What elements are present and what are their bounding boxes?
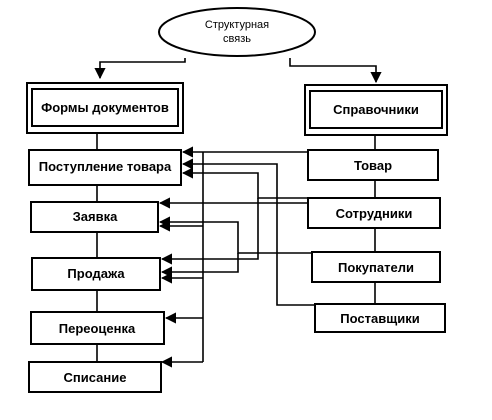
doc-label-2: Продажа bbox=[67, 266, 125, 281]
doc-label-4: Списание bbox=[64, 370, 127, 385]
edge-staff-receipt bbox=[181, 167, 308, 199]
edge-staff-sale bbox=[160, 198, 259, 265]
doc-label-1: Заявка bbox=[73, 209, 118, 224]
doc-label-3: Переоценка bbox=[59, 321, 136, 336]
category-references: Справочники bbox=[304, 84, 448, 136]
edge-customers-sale bbox=[160, 253, 239, 278]
edge-suppliers-receipt bbox=[181, 158, 315, 306]
reference-connectors bbox=[158, 146, 315, 368]
doc-node-2: Продажа bbox=[31, 257, 161, 291]
root-node: Структурная связь bbox=[158, 7, 316, 57]
dir-node-0: Товар bbox=[307, 149, 439, 181]
doc-node-0: Поступление товара bbox=[28, 149, 182, 186]
documents-column: Поступление товара Заявка Продажа Переоц… bbox=[28, 149, 182, 393]
edge-customers-request bbox=[158, 216, 312, 254]
dir-label-3: Поставщики bbox=[340, 311, 419, 326]
dir-label-1: Сотрудники bbox=[336, 206, 413, 221]
doc-node-1: Заявка bbox=[30, 201, 159, 233]
category-forms-label: Формы документов bbox=[41, 100, 169, 115]
edge-root-references bbox=[289, 58, 382, 84]
dir-node-1: Сотрудники bbox=[307, 197, 441, 229]
dir-node-3: Поставщики bbox=[314, 303, 446, 333]
root-label-line1: Структурная bbox=[205, 19, 269, 31]
root-edges bbox=[94, 58, 382, 84]
category-forms: Формы документов bbox=[26, 82, 184, 134]
dir-label-2: Покупатели bbox=[338, 260, 414, 275]
directories-column: Товар Сотрудники Покупатели Поставщики bbox=[307, 149, 446, 333]
doc-label-0: Поступление товара bbox=[39, 159, 172, 174]
doc-node-3: Переоценка bbox=[30, 311, 165, 345]
dir-label-0: Товар bbox=[354, 158, 392, 173]
dir-node-2: Покупатели bbox=[311, 251, 441, 283]
edge-root-forms bbox=[94, 58, 186, 80]
category-references-label: Справочники bbox=[333, 102, 419, 117]
doc-node-4: Списание bbox=[28, 361, 162, 393]
root-label-line2: связь bbox=[223, 33, 251, 45]
